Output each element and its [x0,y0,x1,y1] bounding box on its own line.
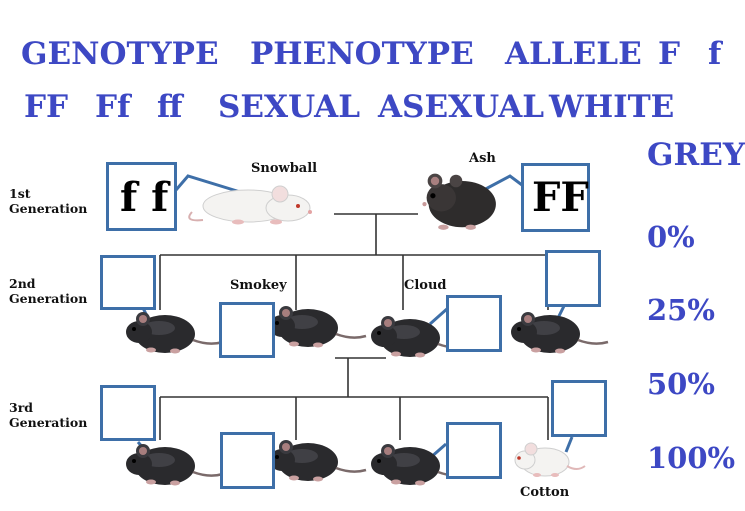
white-mouse-icon [514,442,586,477]
generation-1-label: 1st Generation [9,186,87,216]
dark-mouse-icon [509,310,610,355]
word-allele-f-recessive: f [708,36,722,72]
name-ash: Ash [469,151,496,166]
word-ff-heterozygous: Ff [95,89,131,125]
word-grey: GREY [647,137,745,173]
name-cotton: Cotton [520,485,570,500]
word-allele-f-dominant: F [658,36,681,72]
answer-box-gen2-1[interactable] [100,255,156,310]
callout-gen2-3 [429,306,449,326]
percent-25: 25% [647,293,715,327]
dark-mouse-icon [124,442,225,487]
answer-box-gen3-2[interactable] [220,432,275,489]
word-ff-homozygous-dominant: FF [24,89,69,125]
dark-mouse-icon [267,438,368,483]
dark-mouse-icon [124,310,225,355]
answer-box-gen3-1[interactable] [100,385,156,441]
answer-box-smokey[interactable] [219,302,275,358]
genotype-snowball: f f [120,174,169,221]
word-phenotype: PHENOTYPE [250,36,474,72]
dark-mouse-icon [267,304,368,349]
word-allele: ALLELE [505,36,642,72]
word-ff-homozygous-recessive: ff [157,89,183,125]
generation-3-text: 3rd Generation [9,400,88,430]
generation-2-label: 2nd Generation [9,276,87,306]
name-cloud: Cloud [404,278,447,293]
name-smokey: Smokey [230,278,287,293]
answer-box-gen2-4[interactable] [545,250,601,307]
word-asexual: ASEXUAL [378,89,545,125]
callout-snowball [174,174,251,197]
word-genotype: GENOTYPE [21,36,219,72]
generation-2-text: 2nd Generation [9,276,88,306]
generation-1-text: 1st Generation [9,186,88,216]
percent-100: 100% [647,441,736,475]
dark-mouse-icon [422,173,496,230]
white-mouse-icon [188,185,312,225]
answer-box-cotton[interactable] [551,380,607,437]
answer-box-cloud[interactable] [446,295,502,352]
word-white: WHITE [549,89,675,125]
callout-ash [479,174,527,194]
genotype-ash: FF [532,174,589,221]
generation-3-label: 3rd Generation [9,400,87,430]
answer-box-gen3-3[interactable] [446,422,502,479]
callout-gen3-4 [564,436,574,453]
genotype-box-ash: FF [521,163,590,232]
genotype-box-snowball: f f [106,162,177,231]
word-sexual: SEXUAL [218,89,360,125]
name-snowball: Snowball [251,161,318,176]
percent-50: 50% [647,367,715,401]
percent-0: 0% [647,220,695,254]
